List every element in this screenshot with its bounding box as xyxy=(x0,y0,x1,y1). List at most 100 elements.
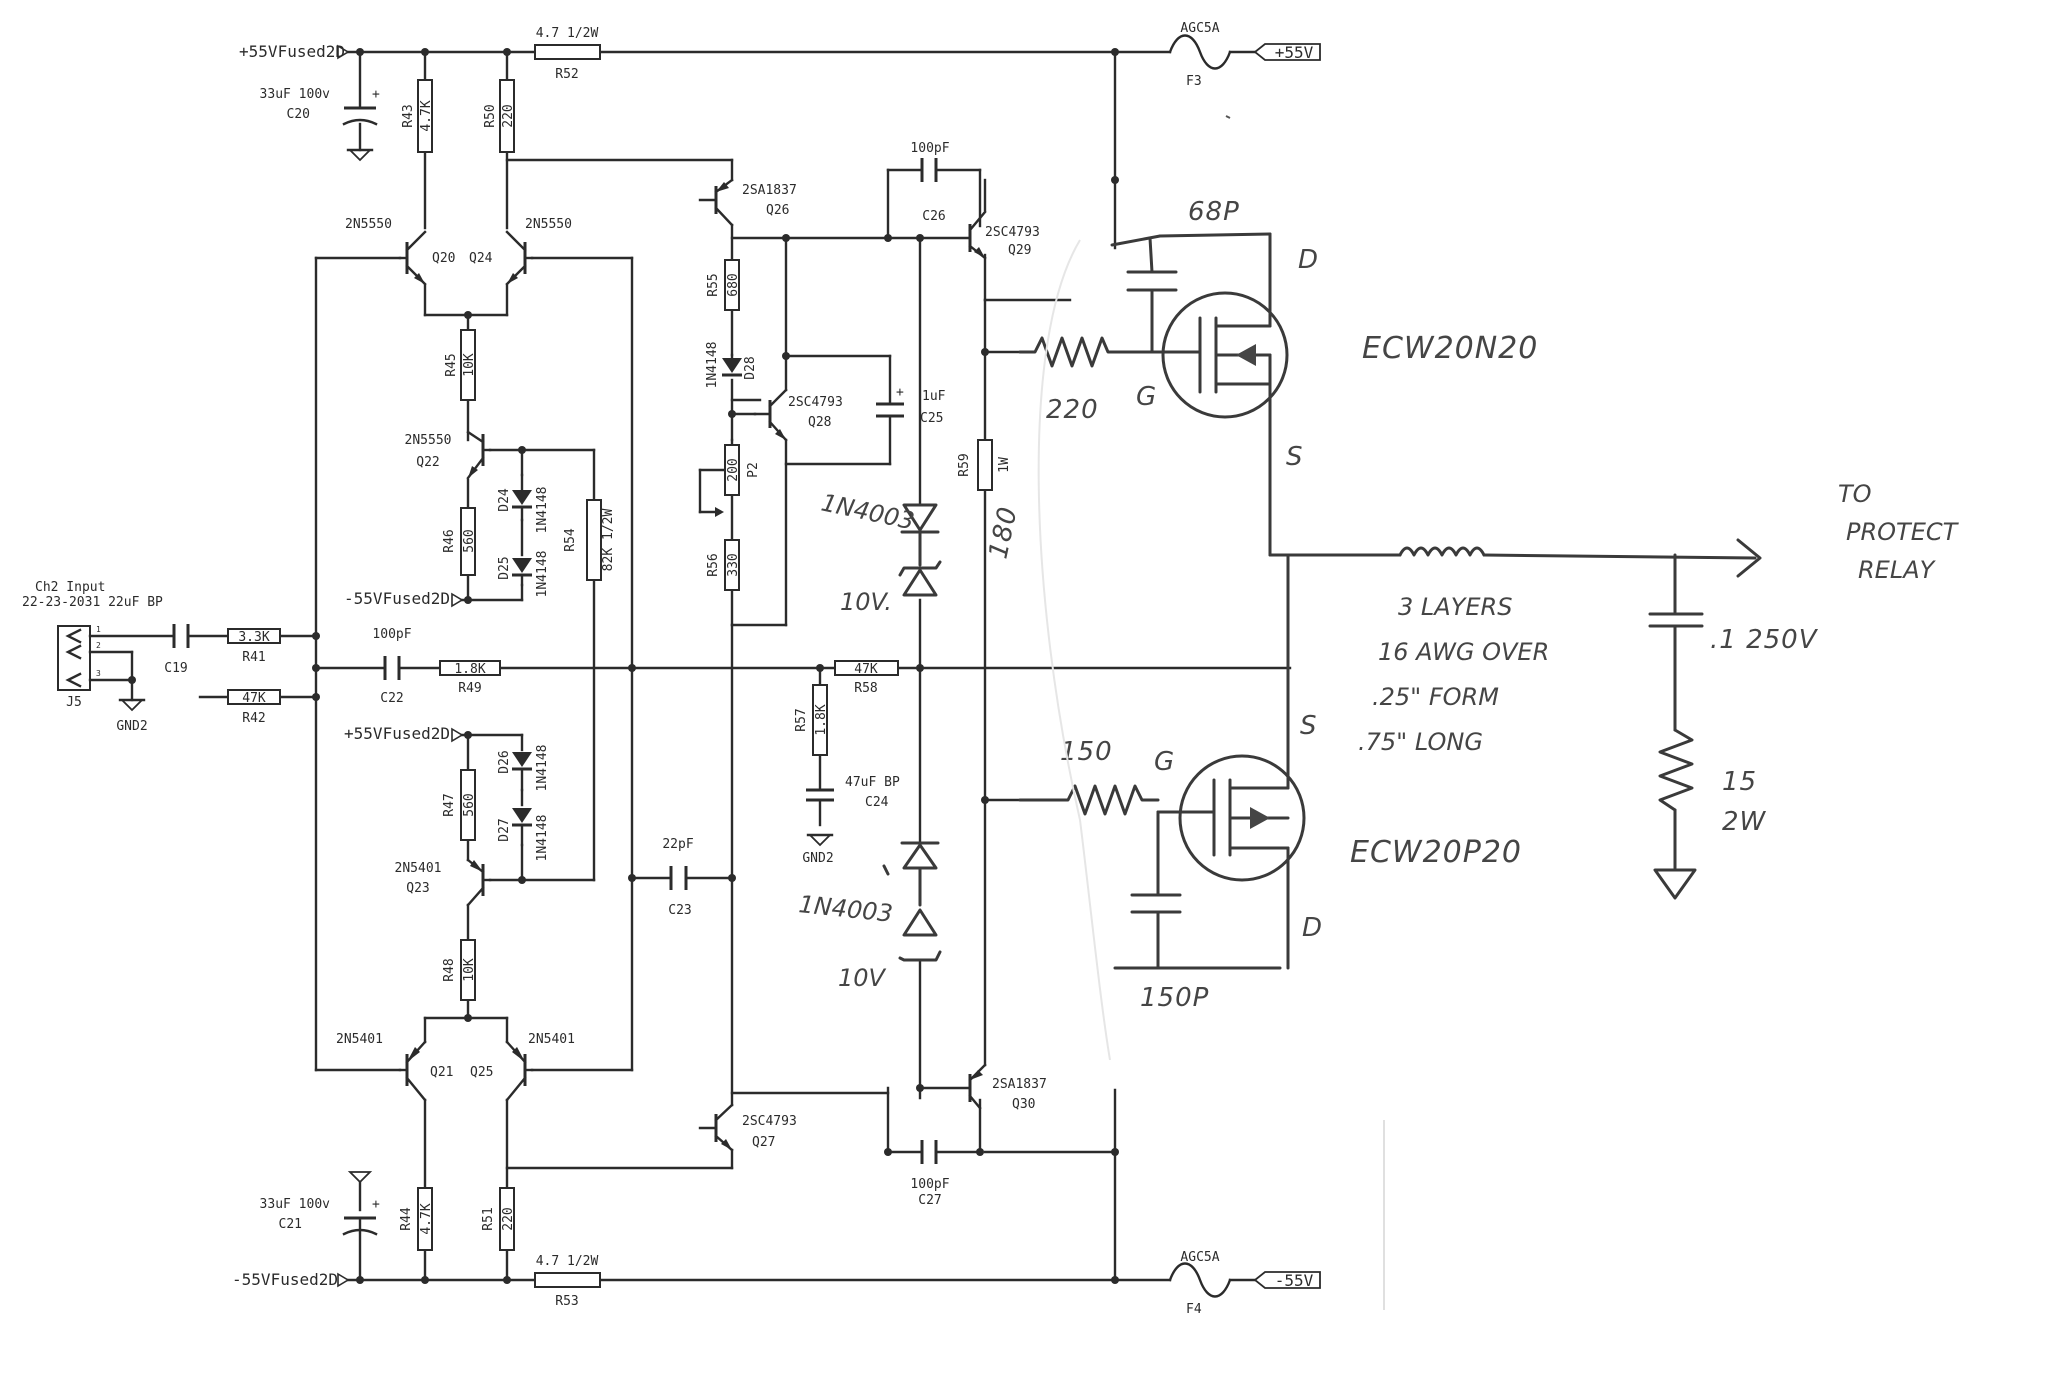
junction-dots xyxy=(128,48,1119,1284)
fuse-f3: AGC5A F3 xyxy=(1168,21,1232,89)
transistor-ref: Q24 xyxy=(469,251,493,266)
transistor-part: 2N5550 xyxy=(345,217,392,232)
pin-g: G xyxy=(1154,747,1175,777)
transistor-q21: 2N5401 Q21 xyxy=(336,1032,453,1102)
resistor-ref: R51 xyxy=(481,1207,496,1230)
resistor-r44: 4.7K R44 xyxy=(399,1187,434,1251)
transistor-part: 2SA1837 xyxy=(742,183,797,198)
capacitor-c22: 100pF C22 xyxy=(372,627,411,706)
capacitor-value: 1uF xyxy=(922,389,946,404)
mosfet-part: ECW20N20 xyxy=(1362,331,1538,366)
gate-resistor-top: 220 xyxy=(1018,336,1148,425)
resistor-ref: R43 xyxy=(401,104,416,127)
transistor-part: 2N5401 xyxy=(395,861,442,876)
supply-pos-connector: +55V xyxy=(1253,43,1321,62)
resistor-r53: 4.7 1/2W R53 xyxy=(534,1254,601,1309)
transistor-q22: 2N5550 Q22 xyxy=(405,430,492,480)
mosfet-part: ECW20P20 xyxy=(1350,835,1522,870)
resistor-value: 1W xyxy=(997,457,1012,473)
diode-ref: D27 xyxy=(497,818,512,841)
input-title: Ch2 Input xyxy=(35,580,105,595)
transistor-q25: 2N5401 Q25 xyxy=(470,1032,575,1102)
capacitor-ref: C25 xyxy=(920,411,943,426)
svg-text:RELAY: RELAY xyxy=(1858,556,1937,584)
resistor-value: 10K xyxy=(462,958,477,982)
supply-neg-connector: -55V xyxy=(1253,1271,1321,1290)
potentiometer-p2: 200 P2 xyxy=(715,444,761,517)
resistor-value: 4.7K xyxy=(419,1203,434,1234)
svg-text:16 AWG OVER: 16 AWG OVER xyxy=(1378,638,1549,666)
resistor-ref: R49 xyxy=(458,681,481,696)
transistor-part: 2N5550 xyxy=(525,217,572,232)
resistor-r59: 1W R59 xyxy=(957,439,1012,491)
resistor-ref: P2 xyxy=(746,462,761,478)
transistor-ref: Q30 xyxy=(1012,1097,1035,1112)
pin-d: D xyxy=(1298,245,1319,275)
resistor-r51: 220 R51 xyxy=(481,1187,516,1251)
ground-label: GND2 xyxy=(116,719,147,734)
resistor-r56: 330 R56 xyxy=(706,539,741,591)
resistor-ref: R54 xyxy=(563,528,578,552)
capacitor-value: 33uF 100v xyxy=(260,87,331,102)
diode-ref: D28 xyxy=(743,356,758,379)
capacitor-value: 47uF BP xyxy=(845,775,900,790)
resistor-value: 4.7 1/2W xyxy=(536,1254,599,1269)
pin-s: S xyxy=(1286,442,1304,472)
transistor-part: 2N5401 xyxy=(336,1032,383,1047)
rail-pos-mid: +55VFused2D xyxy=(344,724,464,743)
capacitor-c24: 47uF BP C24 GND2 xyxy=(802,775,900,866)
resistor-value: 82K 1/2W xyxy=(601,509,616,572)
misc-handwritten: 180 1N4003 1N4003 10V. 10V xyxy=(797,115,1385,1310)
transistor-q20: 2N5550 Q20 xyxy=(345,217,455,286)
diode-label: 1N4003 xyxy=(797,890,894,928)
capacitor-c19: C19 xyxy=(164,624,190,676)
resistor-ref: R59 xyxy=(957,453,972,476)
fuse-part: AGC5A xyxy=(1180,21,1219,36)
capacitor-c25: + 1uF C25 xyxy=(876,385,946,426)
output-network xyxy=(1268,538,1762,900)
resistor-ref: R42 xyxy=(242,711,265,726)
input-part: 22-23-2031 22uF BP xyxy=(22,595,163,610)
capacitor-ref: C24 xyxy=(865,795,889,810)
transistor-q27: 2SC4793 Q27 xyxy=(698,1103,797,1152)
capacitor-ref: C20 xyxy=(287,107,310,122)
transistor-part: 2N5401 xyxy=(528,1032,575,1047)
resistor-value: 3.3K xyxy=(238,630,269,645)
diode-part: 1N4148 xyxy=(535,745,550,792)
fuse-f4: AGC5A F4 xyxy=(1168,1250,1232,1317)
diode-ref: D24 xyxy=(497,488,512,512)
supply-label: +55V xyxy=(1275,43,1314,62)
svg-text:+: + xyxy=(372,1197,380,1212)
capacitor-value: 33uF 100v xyxy=(260,1197,331,1212)
capacitor-c23: 22pF C23 xyxy=(662,837,693,918)
diode-part: 1N4148 xyxy=(535,815,550,862)
input-connector-j5: Ch2 Input 22-23-2031 22uF BP 1 2 3 J5 GN… xyxy=(22,580,163,734)
mosfet-bottom: S G D ECW20P20 xyxy=(1154,553,1522,970)
capacitor-ref: C26 xyxy=(922,209,945,224)
transistor-q24: 2N5550 Q24 xyxy=(469,217,572,286)
transistor-part: 2SC4793 xyxy=(788,395,843,410)
svg-text:+: + xyxy=(372,87,380,102)
diode-d28: D28 1N4148 xyxy=(705,342,758,389)
gate-r-value: 220 xyxy=(1046,395,1099,425)
rail-label: -55VFused2D xyxy=(232,1270,338,1289)
capacitor-value: 100pF xyxy=(910,141,949,156)
capacitor-68p: 68P xyxy=(1110,197,1272,354)
fuse-part: AGC5A xyxy=(1180,1250,1219,1265)
inductor-note: 3 LAYERS 16 AWG OVER .25" FORM .75" LONG xyxy=(1358,593,1549,756)
transistor-part: 2SA1837 xyxy=(992,1077,1047,1092)
fuse-ref: F3 xyxy=(1186,74,1202,89)
mosfet-top: D G S ECW20N20 xyxy=(1136,232,1538,557)
transistor-q26: 2SA1837 Q26 xyxy=(698,178,797,227)
resistor-value: 560 xyxy=(462,793,477,816)
svg-text:1: 1 xyxy=(96,625,101,634)
rail-label: +55VFused2D xyxy=(239,42,345,61)
capacitor-ref: C22 xyxy=(380,691,403,706)
capacitor-ref: C21 xyxy=(279,1217,302,1232)
transistor-ref: Q20 xyxy=(432,251,455,266)
capacitor-ref: C27 xyxy=(918,1193,941,1208)
r59-value: 180 xyxy=(984,504,1024,562)
capacitor-c21: + 33uF 100v C21 xyxy=(260,1171,380,1236)
diode-d25: D25 1N4148 xyxy=(497,551,550,598)
transistor-ref: Q28 xyxy=(808,415,831,430)
